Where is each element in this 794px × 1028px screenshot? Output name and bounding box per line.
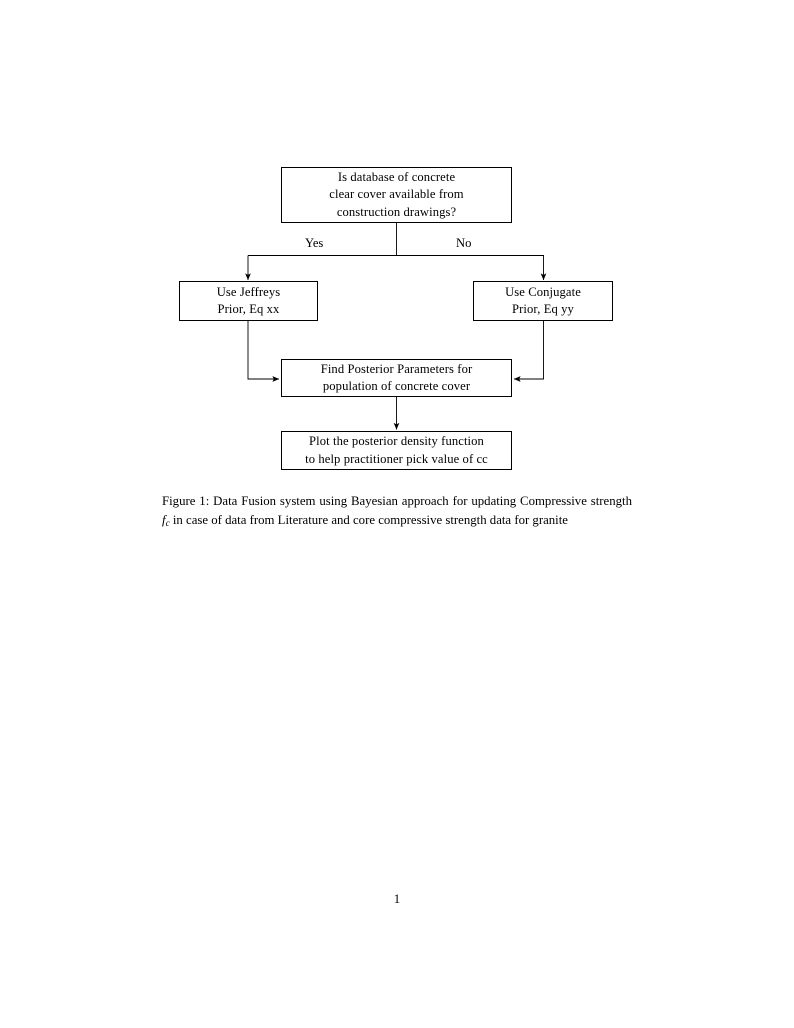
flow-node-plot-line-1: Plot the posterior density function (309, 434, 484, 448)
math-subscript: c (165, 518, 170, 529)
flow-node-conjugate-line-1: Use Conjugate (505, 284, 581, 299)
flow-node-plot-density: Plot the posterior density function to h… (281, 431, 512, 470)
flow-node-jeffreys-line-2: Prior, Eq xx (217, 302, 280, 316)
edge-conjugate-to-posterior (513, 321, 544, 382)
flow-node-jeffreys-line-1: Use Jeffreys (216, 284, 281, 299)
figure-caption-math-fc: fc (162, 513, 170, 529)
flow-node-posterior-line-1: Find Posterior Parameters for (320, 361, 473, 376)
figure-caption-text-before: Data Fusion system using Bayesian approa… (209, 494, 632, 508)
flow-node-posterior-line-2: population of concrete cover (322, 379, 471, 393)
flowchart-figure: Is database of concrete clear cover avai… (0, 0, 794, 490)
flow-node-conjugate-prior: Use Conjugate Prior, Eq yy (473, 281, 613, 321)
flow-node-conjugate-line-2: Prior, Eq yy (512, 302, 574, 316)
flow-node-plot-line-2: to help practitioner pick value of cc (305, 451, 488, 466)
flow-node-question-line-2: clear cover available from (329, 187, 464, 202)
edge-jeffreys-to-posterior (247, 321, 280, 382)
flow-node-jeffreys-prior: Use Jeffreys Prior, Eq xx (179, 281, 318, 321)
figure-caption: Figure 1: Data Fusion system using Bayes… (162, 492, 632, 534)
flow-node-question: Is database of concrete clear cover avai… (281, 167, 512, 223)
flow-node-find-posterior: Find Posterior Parameters for population… (281, 359, 512, 397)
figure-caption-text-after: in case of data from Literature and core… (169, 513, 568, 528)
page-number: 1 (393, 892, 401, 906)
figure-caption-label: Figure 1: (162, 494, 210, 508)
flowchart-connectors (245, 223, 547, 430)
edge-label-no: No (456, 236, 472, 250)
flow-node-question-line-3: construction drawings? (336, 204, 457, 219)
math-base: f (162, 513, 166, 528)
flow-node-question-line-1: Is database of concrete (337, 169, 456, 184)
edge-label-yes: Yes (305, 236, 324, 250)
